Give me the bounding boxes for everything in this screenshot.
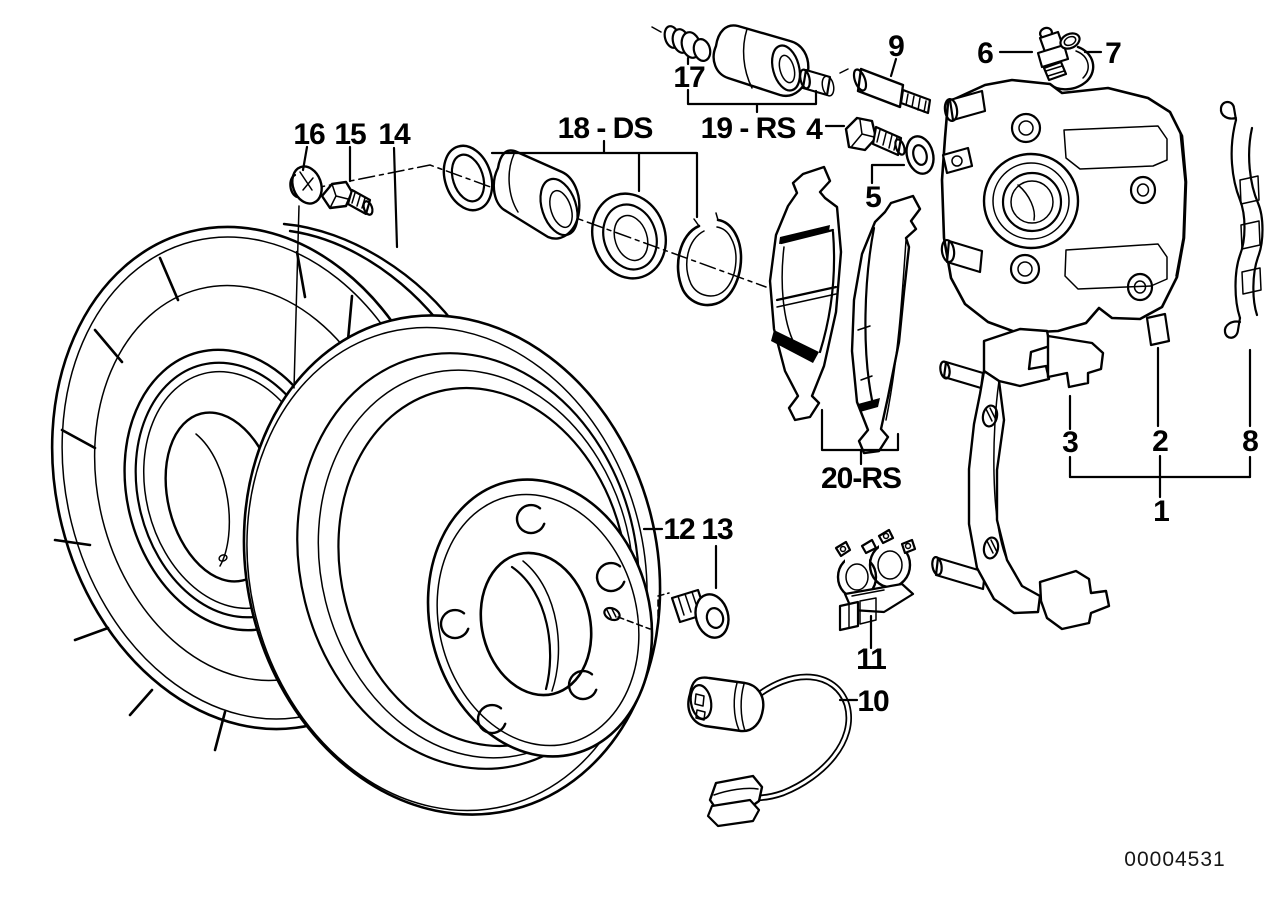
circlip-drawing	[676, 212, 743, 307]
brake-pads-drawing	[768, 165, 922, 455]
callout-16[interactable]: 16	[293, 118, 326, 151]
bleeder-valve-drawing	[1036, 26, 1070, 82]
callout-4[interactable]: 4	[806, 113, 824, 146]
callout-20[interactable]: 20-RS	[821, 462, 902, 495]
guide-bushing-set-drawing	[663, 24, 835, 98]
wear-sensor-drawing	[687, 673, 852, 828]
piston-seal-drawing	[442, 144, 494, 212]
callout-5[interactable]: 5	[865, 181, 882, 214]
shield-vent-slots	[53, 250, 354, 752]
shield-bolt-drawing	[320, 180, 374, 216]
bleeder-cap-drawing	[1048, 32, 1095, 91]
retaining-spring-drawing	[1219, 100, 1264, 339]
callout-3[interactable]: 3	[1062, 426, 1079, 459]
washer-drawing	[905, 135, 935, 175]
callout-2[interactable]: 2	[1152, 425, 1169, 458]
clip-nut-drawing	[289, 165, 323, 205]
caliper-bolt-drawing	[844, 116, 906, 157]
callout-12[interactable]: 12	[663, 513, 696, 546]
callout-15[interactable]: 15	[334, 118, 367, 151]
lug-holes	[439, 503, 626, 735]
callout-17[interactable]: 17	[673, 61, 706, 94]
set-screw-drawing	[670, 588, 730, 639]
callout-14[interactable]: 14	[378, 118, 412, 151]
pad-clip-drawing	[834, 528, 917, 632]
leader-lines	[293, 50, 1252, 702]
document-number: 00004531	[1124, 848, 1225, 871]
caliper-carrier-drawing	[931, 327, 1111, 631]
callout-6[interactable]: 6	[977, 37, 994, 70]
callout-10[interactable]: 10	[857, 685, 890, 718]
callout-19[interactable]: 19 - RS	[701, 112, 797, 145]
callout-9[interactable]: 9	[888, 30, 905, 63]
callout-8[interactable]: 8	[1242, 425, 1259, 458]
dust-boot-drawing	[591, 192, 667, 280]
callout-13[interactable]: 13	[701, 513, 734, 546]
callout-11[interactable]: 11	[856, 643, 887, 676]
callout-1[interactable]: 1	[1153, 495, 1170, 528]
caliper-drawing	[940, 78, 1188, 347]
guide-pin-drawing	[852, 67, 932, 115]
callout-18[interactable]: 18 - DS	[558, 112, 654, 145]
callout-7[interactable]: 7	[1105, 37, 1122, 70]
callout-labels: 16 15 14 17 18 - DS 19 - RS 4 5 9 6 7 12…	[293, 30, 1259, 718]
piston-drawing	[492, 149, 581, 240]
brake-disc-drawing	[242, 314, 662, 816]
